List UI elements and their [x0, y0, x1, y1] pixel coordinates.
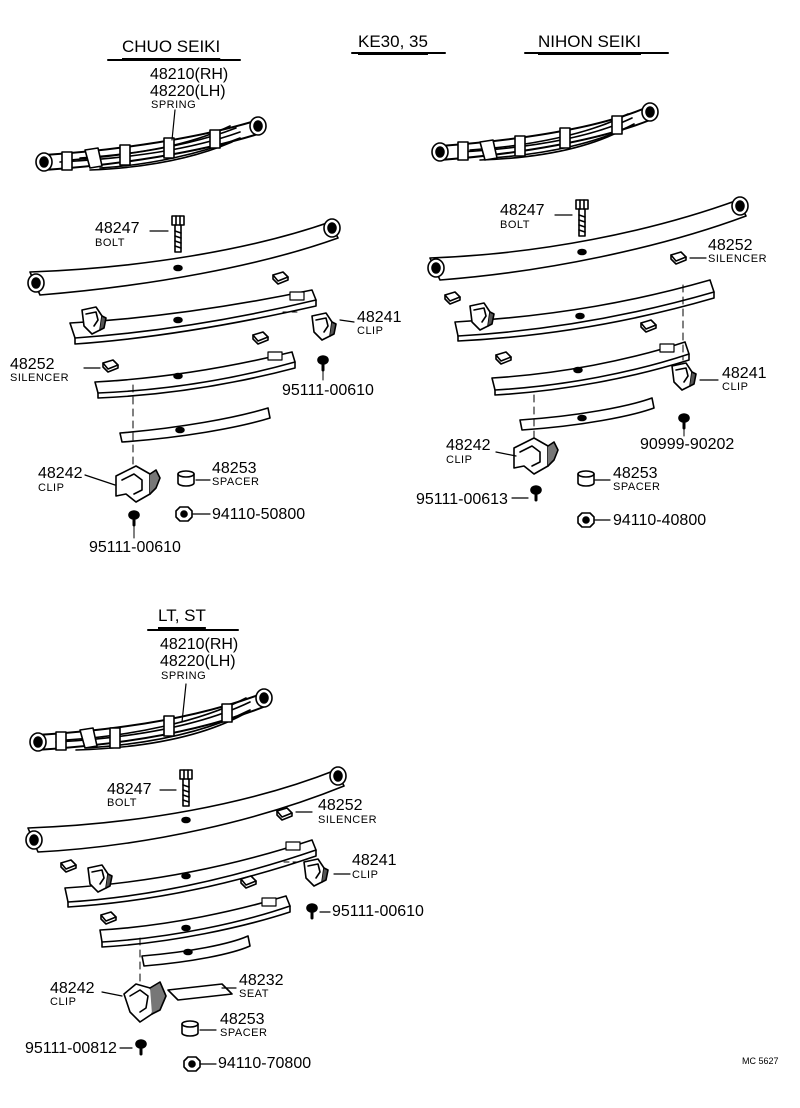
ltst-spring-label: SPRING [161, 670, 207, 682]
ltst-clip-48241-label: CLIP [352, 869, 379, 881]
nihon-clip-48241-label: CLIP [722, 381, 749, 393]
chuo-clip-48241-number: 48241 [357, 309, 402, 326]
chuo-spring-rh: 48210(RH) [150, 66, 229, 83]
nihon-clip-48242-label: CLIP [446, 454, 473, 466]
nihon-silencer-number: 48252 [708, 237, 753, 254]
nihon-spacer-number: 48253 [613, 465, 658, 482]
nihon-spacer-label: SPACER [613, 481, 661, 493]
chuo-leaf-4 [119, 407, 271, 443]
chuo-silencer-number: 48252 [10, 356, 55, 373]
chuo-silencer-label: SILENCER [10, 372, 70, 384]
chuo-spacer-label: SPACER [212, 476, 260, 488]
chuo-spring-assembly [35, 116, 267, 172]
chuo-leaf-3 [94, 351, 296, 399]
chuo-clip-48241-label: CLIP [357, 325, 384, 337]
ltst-leaf-4 [141, 935, 251, 967]
ltst-screw-2: 95111-00812 [25, 1040, 117, 1057]
nihon-screw-2: 95111-00613 [416, 491, 508, 508]
nihon-leaf-4 [519, 397, 655, 431]
nihon-spring-assembly [431, 102, 659, 162]
ltst-screw-1: 95111-00610 [332, 903, 424, 920]
ltst-leaf-2 [64, 839, 317, 908]
nihon-clip-48242-number: 48242 [446, 437, 491, 454]
ltst-spacer-number: 48253 [220, 1011, 265, 1028]
chuo-clip-48242-number: 48242 [38, 465, 83, 482]
chuo-clip-48242-label: CLIP [38, 482, 65, 494]
nihon-nut: 94110-40800 [613, 512, 707, 529]
ltst-leaf-3 [99, 895, 291, 948]
header-lt-st: LT, ST [158, 606, 206, 625]
chuo-nut: 94110-50800 [212, 506, 306, 523]
chuo-screw-1: 95111-00610 [282, 382, 374, 399]
ltst-clip-48242-label: CLIP [50, 996, 77, 1008]
ltst-silencer-number: 48252 [318, 797, 363, 814]
chuo-spring-label: SPRING [151, 99, 197, 111]
ltst-bolt-number: 48247 [107, 781, 152, 798]
header-model: KE30, 35 [358, 32, 428, 51]
nihon-main-leaf [427, 196, 749, 281]
nihon-leaf-2 [454, 279, 715, 342]
chuo-bolt-number: 48247 [95, 220, 140, 237]
ltst-spring-rh: 48210(RH) [160, 636, 239, 653]
diagram-code: MC 5627 [742, 1056, 779, 1066]
chuo-spring-lh: 48220(LH) [150, 83, 226, 100]
chuo-spacer-number: 48253 [212, 460, 257, 477]
ltst-spring-lh: 48220(LH) [160, 653, 236, 670]
chuo-bolt-label: BOLT [95, 237, 125, 249]
ltst-main-leaf [25, 766, 347, 853]
ltst-silencer-label: SILENCER [318, 814, 378, 826]
nihon-silencer-label: SILENCER [708, 253, 768, 265]
chuo-screw-2: 95111-00610 [89, 539, 181, 556]
ltst-seat-label: SEAT [239, 988, 269, 1000]
ltst-seat-number: 48232 [239, 972, 284, 989]
ltst-spacer-label: SPACER [220, 1027, 268, 1039]
header-chuo-seiki: CHUO SEIKI [122, 37, 221, 56]
nihon-clip-48241-number: 48241 [722, 365, 767, 382]
ltst-clip-48242-number: 48242 [50, 980, 95, 997]
ltst-nut: 94110-70800 [218, 1055, 312, 1072]
nihon-bolt-label: BOLT [500, 219, 530, 231]
ltst-clip-48241-number: 48241 [352, 852, 397, 869]
header-nihon-seiki: NIHON SEIKI [538, 32, 641, 51]
chuo-main-leaf [27, 215, 341, 296]
nihon-bolt-number: 48247 [500, 202, 545, 219]
ltst-bolt-label: BOLT [107, 797, 137, 809]
nihon-screw-1: 90999-90202 [640, 436, 735, 453]
nihon-leaf-3 [491, 341, 690, 396]
chuo-leaf-2 [69, 289, 317, 345]
ltst-spring-assembly [29, 688, 273, 752]
